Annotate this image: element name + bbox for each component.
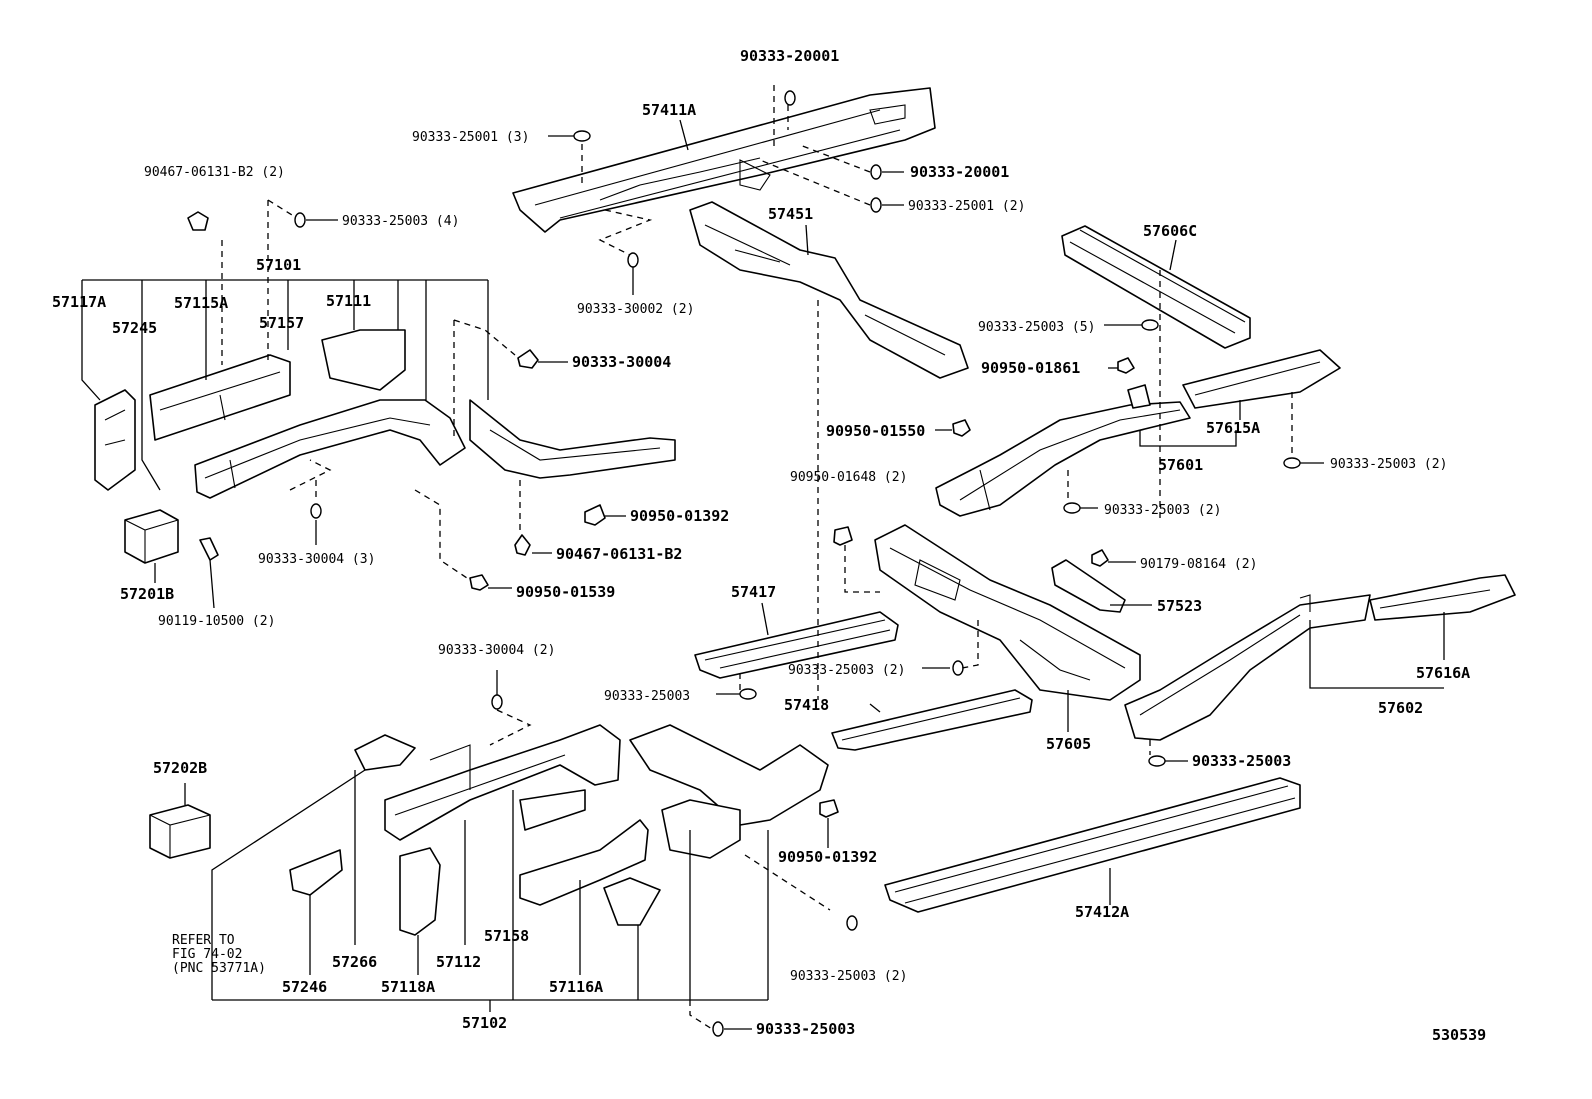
label-90333-25003-2-bottom: 90333-25003 (2) xyxy=(790,969,907,984)
part-57111 xyxy=(321,329,406,391)
label-90333-25001-3: 90333-25001 (3) xyxy=(412,130,529,145)
label-57202b: 57202B xyxy=(153,759,207,777)
label-90179-08164-2: 90179-08164 (2) xyxy=(1140,557,1257,572)
label-57616a: 57616A xyxy=(1416,664,1470,682)
grommet-rings xyxy=(294,90,1301,1037)
label-90333-25003-2-right: 90333-25003 (2) xyxy=(1330,457,1447,472)
label-57451: 57451 xyxy=(768,205,813,223)
part-57117a xyxy=(94,389,136,491)
label-57601: 57601 xyxy=(1158,456,1203,474)
label-90333-25003-c: 90333-25003 xyxy=(756,1020,855,1038)
label-57201b: 57201B xyxy=(120,585,174,603)
part-57412a xyxy=(884,777,1301,913)
label-90333-25003-4: 90333-25003 (4) xyxy=(342,214,459,229)
label-57412a: 57412A xyxy=(1075,903,1129,921)
label-90333-25003-2-center: 90333-25003 (2) xyxy=(788,663,905,678)
label-57602: 57602 xyxy=(1378,699,1423,717)
label-57102: 57102 xyxy=(462,1014,507,1032)
label-90333-30002-2: 90333-30002 (2) xyxy=(577,302,694,317)
label-90333-30004: 90333-30004 xyxy=(572,353,671,371)
fastener-shapes xyxy=(187,211,1135,818)
label-90950-01392-a: 90950-01392 xyxy=(630,507,729,525)
part-57101 xyxy=(194,399,676,499)
part-57605 xyxy=(874,524,1141,701)
part-57616a xyxy=(1369,574,1516,621)
label-90467-06131-b2-2: 90467-06131-B2 (2) xyxy=(144,165,285,180)
label-57117a: 57117A xyxy=(52,293,106,311)
label-90950-01550: 90950-01550 xyxy=(826,422,925,440)
label-57411a: 57411A xyxy=(642,101,696,119)
part-labels: 90333-20001 57411A 90333-25001 (3) 90333… xyxy=(52,47,1486,1044)
label-57605: 57605 xyxy=(1046,735,1091,753)
label-90950-01392-b: 90950-01392 xyxy=(778,848,877,866)
label-90333-20001-right: 90333-20001 xyxy=(910,163,1009,181)
label-57116a: 57116A xyxy=(549,978,603,996)
label-57118a: 57118A xyxy=(381,978,435,996)
label-90333-25003-5: 90333-25003 (5) xyxy=(978,320,1095,335)
part-57606c xyxy=(1061,225,1251,349)
part-57418 xyxy=(831,689,1033,751)
label-57101: 57101 xyxy=(256,256,301,274)
label-90333-25003-2-mid: 90333-25003 (2) xyxy=(1104,503,1221,518)
label-57615a: 57615A xyxy=(1206,419,1260,437)
label-57112: 57112 xyxy=(436,953,481,971)
label-90333-25003-b: 90333-25003 xyxy=(1192,752,1291,770)
label-90333-25003-a: 90333-25003 xyxy=(604,689,690,704)
label-90119-10500-2: 90119-10500 (2) xyxy=(158,614,275,629)
label-57158: 57158 xyxy=(484,927,529,945)
part-57615a xyxy=(1182,349,1341,409)
label-90950-01648-2: 90950-01648 (2) xyxy=(790,470,907,485)
label-90950-01539: 90950-01539 xyxy=(516,583,615,601)
part-57115a xyxy=(149,354,291,441)
part-57417 xyxy=(694,611,899,679)
label-90950-01861: 90950-01861 xyxy=(981,359,1080,377)
part-57201b xyxy=(124,509,179,564)
ref-note-line1: REFER TO xyxy=(172,933,235,948)
figure-id: 530539 xyxy=(1432,1026,1486,1044)
part-57411a xyxy=(512,87,936,233)
label-90467-06131-b2: 90467-06131-B2 xyxy=(556,545,682,563)
ref-note-line2: FIG 74-02 xyxy=(172,947,242,962)
label-57418: 57418 xyxy=(784,696,829,714)
part-57523 xyxy=(1051,559,1126,613)
part-57102 xyxy=(289,724,829,936)
part-57601 xyxy=(935,384,1191,517)
label-57523: 57523 xyxy=(1157,597,1202,615)
part-57202b xyxy=(149,804,211,859)
label-57606c: 57606C xyxy=(1143,222,1197,240)
leader-lines xyxy=(81,119,1445,1030)
label-57417: 57417 xyxy=(731,583,776,601)
dashed-lines xyxy=(221,85,1293,1030)
part-57602 xyxy=(1124,594,1371,741)
ref-note-line3: (PNC 53771A) xyxy=(172,961,266,976)
label-57111: 57111 xyxy=(326,292,371,310)
label-57266: 57266 xyxy=(332,953,377,971)
label-90333-30004-2: 90333-30004 (2) xyxy=(438,643,555,658)
label-90333-30004-3: 90333-30004 (3) xyxy=(258,552,375,567)
label-57157: 57157 xyxy=(259,314,304,332)
part-57451 xyxy=(689,201,969,379)
label-57115a: 57115A xyxy=(174,294,228,312)
label-90333-20001-top: 90333-20001 xyxy=(740,47,839,65)
label-57246: 57246 xyxy=(282,978,327,996)
label-90333-25001-2: 90333-25001 (2) xyxy=(908,199,1025,214)
label-57245: 57245 xyxy=(112,319,157,337)
